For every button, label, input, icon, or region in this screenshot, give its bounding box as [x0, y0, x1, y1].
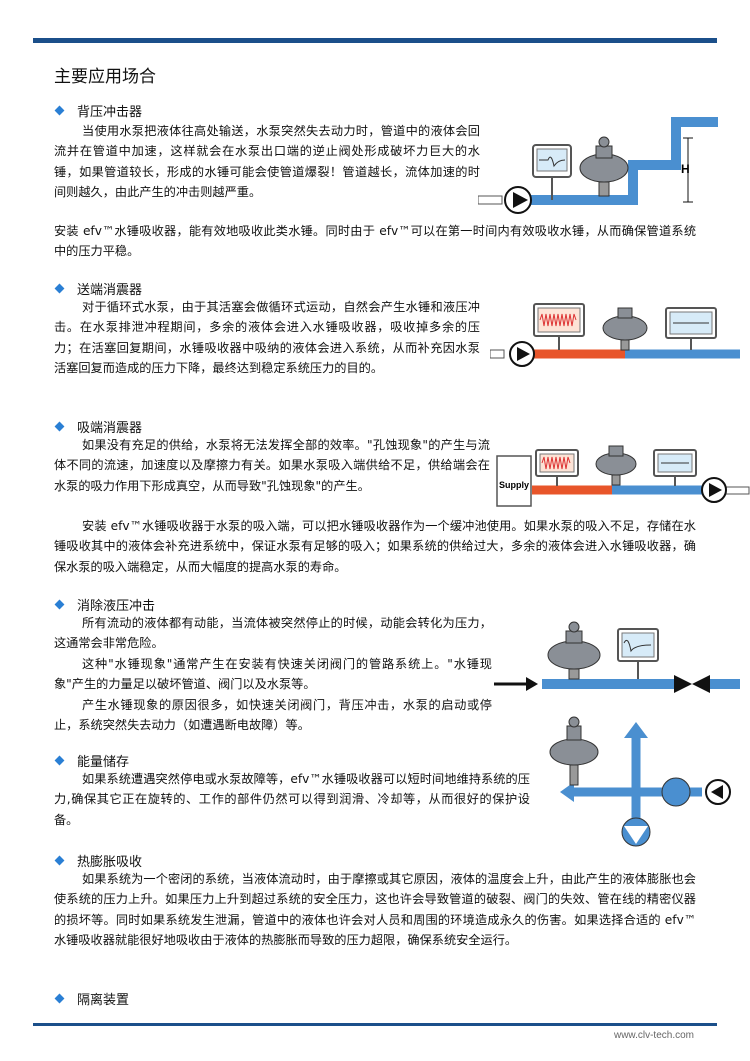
section-body: 安装 efv™水锤吸收器，能有效地吸收此类水锤。同时由于 efv™可以在第一时间…: [54, 221, 696, 262]
section-body: 如果系统遭遇突然停电或水泵故障等，efv™水锤吸收器可以短时间地维持系统的压力,…: [54, 769, 530, 830]
paragraph: 产生水锤现象的原因很多，如快速关闭阀门，背压冲击，水泵的启动或停止，系统突然失去…: [54, 697, 492, 733]
paragraph: 对于循环式水泵，由于其活塞会做循环式运动，自然会产生水锤和液压冲击。在水泵排泄冲…: [54, 300, 480, 376]
supply-label: Supply: [499, 480, 529, 490]
hydraulic-shock-diagram: [494, 621, 740, 693]
section-heading-isolation: 隔离装置: [54, 989, 129, 1008]
section-title: 能量储存: [77, 755, 130, 770]
section-body: 对于循环式水泵，由于其活塞会做循环式运动，自然会产生水锤和液压冲击。在水泵排泄冲…: [54, 297, 480, 379]
paragraph: 如果系统遭遇突然停电或水泵故障等，efv™水锤吸收器可以短时间地维持系统的压力,…: [54, 772, 530, 827]
paragraph: 这种"水锤现象"通常产生在安装有快速关闭阀门的管路系统上。"水锤现象"产生的力量…: [54, 656, 492, 692]
bullet-icon: [54, 421, 65, 432]
section-heading-hydraulic-shock: 消除液压冲击: [54, 595, 155, 614]
bullet-icon: [54, 993, 65, 1004]
energy-storage-diagram: [549, 716, 731, 847]
section-body: 安装 efv™水锤吸收器于水泵的吸入端，可以把水锤吸收器作为一个缓冲池使用。如果…: [54, 516, 696, 577]
bullet-icon: [54, 105, 65, 116]
bullet-icon: [54, 599, 65, 610]
height-label: H: [681, 162, 690, 176]
section-title: 背压冲击器: [77, 105, 143, 120]
paragraph: 如果系统为一个密闭的系统，当液体流动时，由于摩擦或其它原因，液体的温度会上升，由…: [54, 872, 696, 948]
footer-url: www.clv-tech.com: [613, 1030, 694, 1041]
paragraph: 所有流动的液体都有动能，当流体被突然停止的时候，动能会转化为压力，这通常会非常危…: [54, 616, 492, 651]
paragraph: 如果没有充足的供给，水泵将无法发挥全部的效率。"孔蚀现象"的产生与流体不同的流速…: [54, 438, 490, 493]
section-heading-suction: 吸端消震器: [54, 417, 142, 436]
footer-rule: [33, 1023, 717, 1026]
page-title: 主要应用场合: [54, 67, 156, 87]
suction-diagram: Supply: [496, 445, 750, 507]
section-title: 隔离装置: [77, 993, 130, 1008]
bullet-icon: [54, 755, 65, 766]
header-rule: [33, 38, 717, 43]
section-body: 如果没有充足的供给，水泵将无法发挥全部的效率。"孔蚀现象"的产生与流体不同的流速…: [54, 435, 490, 496]
section-title: 热膨胀吸收: [77, 855, 143, 870]
section-body: 当使用水泵把液体往高处输送，水泵突然失去动力时，管道中的液体会回流并在管道中加速…: [54, 121, 480, 203]
paragraph: 当使用水泵把液体往高处输送，水泵突然失去动力时，管道中的液体会回流并在管道中加速…: [54, 124, 480, 200]
bullet-icon: [54, 283, 65, 294]
section-heading-thermal-expansion: 热膨胀吸收: [54, 851, 142, 870]
section-heading-energy-storage: 能量储存: [54, 751, 129, 770]
bullet-icon: [54, 855, 65, 866]
section-title: 吸端消震器: [77, 421, 143, 436]
section-title: 送端消震器: [77, 283, 143, 298]
section-body: 如果系统为一个密闭的系统，当液体流动时，由于摩擦或其它原因，液体的温度会上升，由…: [54, 869, 696, 951]
discharge-diagram: [490, 303, 740, 367]
section-heading-backpressure: 背压冲击器: [54, 101, 142, 120]
section-body: 所有流动的液体都有动能，当流体被突然停止的时候，动能会转化为压力，这通常会非常危…: [54, 613, 492, 735]
section-title: 消除液压冲击: [77, 599, 156, 614]
section-heading-discharge: 送端消震器: [54, 279, 142, 298]
paragraph: 安装 efv™水锤吸收器于水泵的吸入端，可以把水锤吸收器作为一个缓冲池使用。如果…: [54, 519, 696, 574]
backpressure-diagram: H: [478, 117, 718, 214]
paragraph: 安装 efv™水锤吸收器，能有效地吸收此类水锤。同时由于 efv™可以在第一时间…: [54, 224, 696, 259]
